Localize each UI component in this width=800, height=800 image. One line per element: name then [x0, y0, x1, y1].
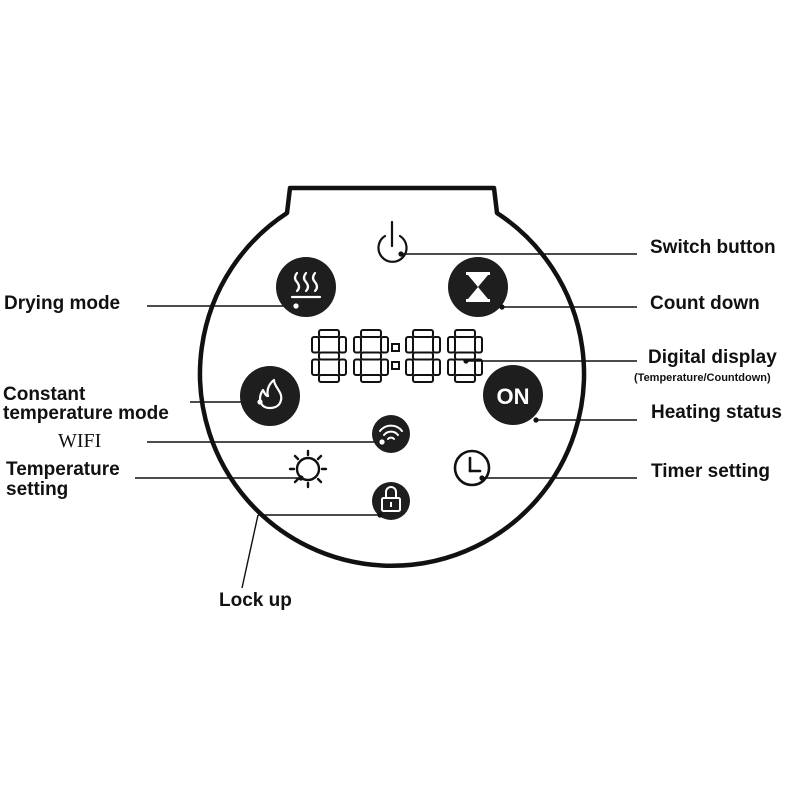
display-colon-dot	[391, 361, 400, 370]
label-wifi: WIFI	[58, 430, 102, 452]
display-segment	[412, 351, 434, 361]
hourglass-icon	[466, 272, 490, 302]
label-count-down: Count down	[650, 293, 760, 314]
display-segment	[454, 374, 476, 383]
digital-display	[311, 329, 483, 383]
flame-icon	[259, 378, 283, 410]
display-segment	[447, 358, 456, 376]
display-segment	[318, 329, 340, 338]
label-digital-display: Digital display	[648, 347, 777, 368]
connector-dots	[257, 303, 539, 423]
display-segment	[380, 358, 389, 376]
label-digital-display-sub: (Temperature/Countdown)	[634, 372, 771, 384]
display-segment	[338, 336, 347, 354]
label-drying-mode: Drying mode	[4, 293, 121, 314]
display-segment	[474, 358, 483, 376]
display-segment	[338, 358, 347, 376]
display-segment	[360, 374, 382, 383]
display-segment	[318, 351, 340, 361]
clock-icon	[453, 449, 491, 487]
steam-icon	[290, 271, 322, 299]
display-segment	[412, 374, 434, 383]
display-segment	[405, 358, 414, 376]
count-down-button[interactable]	[448, 257, 508, 317]
panel-outline	[197, 185, 587, 568]
display-segment	[360, 329, 382, 338]
display-segment	[474, 336, 483, 354]
display-segment	[318, 374, 340, 383]
display-segment	[405, 336, 414, 354]
label-timer-setting: Timer setting	[651, 461, 770, 482]
wifi-icon	[379, 424, 403, 440]
display-segment	[454, 351, 476, 361]
label-switch-button: Switch button	[650, 237, 776, 258]
power-icon[interactable]	[377, 220, 408, 263]
display-segment	[380, 336, 389, 354]
on-label: ON	[497, 384, 530, 409]
display-colon-dot	[391, 343, 400, 352]
display-segment	[432, 336, 441, 354]
lock-icon	[381, 486, 401, 512]
label-temperature-setting-line1: Temperature	[6, 459, 120, 480]
display-segment	[353, 336, 362, 354]
label-lock-up: Lock up	[219, 590, 292, 611]
label-temperature-setting-line2: setting	[6, 479, 69, 500]
display-segment	[447, 336, 456, 354]
leader-lines-right	[403, 253, 637, 479]
constant-temperature-button[interactable]	[240, 366, 300, 426]
display-segment	[353, 358, 362, 376]
label-constant-temperature-line1: Constant	[3, 384, 86, 405]
drying-mode-button[interactable]	[276, 257, 336, 317]
display-segment	[360, 351, 382, 361]
display-segment	[311, 336, 320, 354]
display-segment	[432, 358, 441, 376]
display-segment	[311, 358, 320, 376]
leader-lines-left	[135, 305, 382, 589]
temperature-setting-button[interactable]	[288, 449, 328, 489]
lock-button[interactable]	[372, 482, 410, 520]
heating-status-on-button[interactable]: ON	[483, 365, 543, 425]
sun-icon	[288, 449, 328, 489]
wifi-button[interactable]	[372, 415, 410, 453]
timer-setting-button[interactable]	[453, 449, 491, 487]
display-segment	[454, 329, 476, 338]
label-constant-temperature-line2: temperature mode	[3, 403, 169, 424]
display-segment	[412, 329, 434, 338]
leader-lock-up-vertical	[241, 514, 259, 589]
label-heating-status: Heating status	[651, 402, 782, 423]
